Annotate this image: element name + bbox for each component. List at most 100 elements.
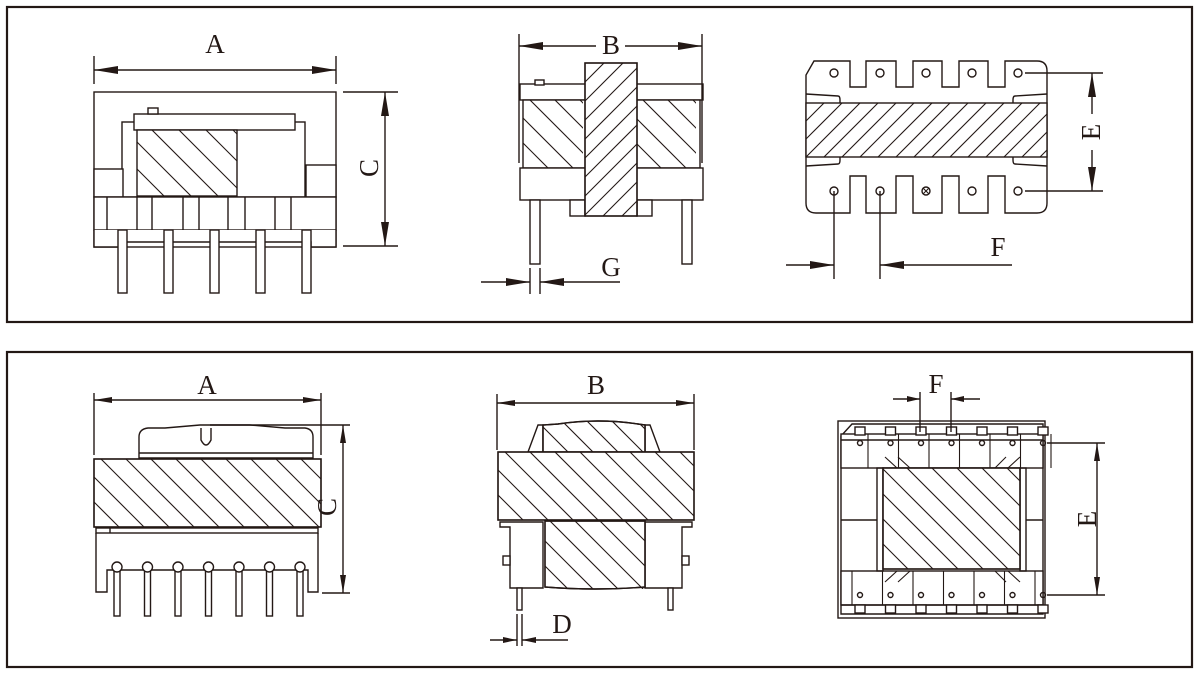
hatch-line — [200, 459, 270, 527]
hatch-line — [585, 86, 637, 140]
pin — [117, 229, 128, 294]
hatch-line — [585, 63, 624, 102]
dim-label-f: F — [928, 369, 943, 399]
hatch-line — [636, 117, 687, 168]
hatch-line — [743, 100, 811, 168]
top-panel-frame — [5, 5, 1194, 324]
hatch-line — [931, 468, 1020, 557]
hatch-line — [883, 518, 934, 569]
hatch-line — [859, 103, 915, 157]
hatch-line — [608, 421, 644, 452]
pin — [204, 569, 213, 617]
top-side-view: B G — [481, 30, 811, 294]
pin-head — [263, 561, 276, 573]
pin — [113, 569, 121, 617]
hatch-line — [806, 103, 861, 157]
pin-hole — [1039, 439, 1047, 447]
hatch-line — [949, 103, 1005, 157]
terminal-tab — [915, 604, 927, 614]
bottom-bottom-view: F E — [837, 369, 1105, 619]
terminal-tab — [854, 604, 866, 614]
hatch-line — [504, 452, 574, 520]
hatch-line — [629, 452, 694, 517]
pin-head — [294, 561, 306, 573]
terminal-tab — [1006, 604, 1019, 614]
hatch-line — [574, 521, 644, 589]
hatch-line — [585, 124, 637, 178]
terminal-tab — [915, 426, 927, 436]
pin-hole — [967, 186, 977, 196]
pin-hole — [829, 68, 839, 78]
bottom-panel-frame — [5, 350, 1194, 669]
hatch-line — [679, 452, 694, 467]
hatch-line — [599, 521, 645, 567]
hatch-line — [529, 452, 599, 520]
pin-hole — [1009, 439, 1016, 447]
hatch-line — [151, 130, 219, 196]
hatch-line — [250, 459, 320, 527]
pin — [296, 569, 304, 617]
dim-label-e: E — [1072, 511, 1102, 528]
hatch-line — [806, 103, 843, 140]
hatch-line — [806, 103, 825, 122]
hatch-line — [554, 452, 624, 520]
hatch-line — [523, 142, 549, 168]
hatch-line — [906, 468, 1009, 569]
hatch-line — [94, 526, 95, 527]
hatch-line — [823, 103, 879, 157]
hatch-line — [549, 521, 619, 589]
top-bottom-view: E F — [786, 60, 1106, 279]
hatch-line — [275, 459, 321, 505]
hatch-line — [225, 459, 295, 527]
pin — [255, 229, 266, 294]
pin-hole — [917, 591, 925, 599]
hatch-line — [956, 468, 1020, 532]
pin — [235, 569, 243, 617]
dim-label-f: F — [990, 232, 1005, 262]
hatch-line — [981, 468, 1020, 507]
hatch-line — [985, 103, 1041, 157]
hatch-line — [523, 167, 524, 168]
hatch-line — [700, 521, 770, 591]
pin-hole — [921, 68, 931, 78]
hatch-line — [841, 103, 897, 157]
pin-hole — [856, 439, 864, 447]
dim-label-g: G — [601, 252, 621, 282]
pin-hole — [948, 591, 955, 599]
hatch-line — [967, 103, 1023, 157]
hatch-line — [529, 100, 583, 154]
hatch-line — [1021, 131, 1047, 157]
hatch-line — [654, 452, 694, 492]
pin-hole — [856, 591, 864, 599]
terminal-tab — [945, 604, 958, 614]
hatch-line — [579, 452, 649, 520]
hatch-line — [175, 459, 245, 527]
pin-hole — [978, 591, 986, 599]
hatch-line — [604, 452, 674, 520]
hatch-line — [585, 105, 637, 159]
hatch-line — [1003, 113, 1047, 157]
hatch-line — [806, 103, 807, 104]
hatch-line — [150, 459, 220, 527]
hatch-line — [545, 565, 569, 589]
hatch-line — [498, 519, 499, 520]
pin-hole — [887, 591, 894, 599]
terminal-tab — [1037, 604, 1049, 614]
pin-head — [172, 561, 184, 573]
hatch-line — [585, 67, 637, 121]
dim-label-e: E — [1076, 124, 1106, 141]
pin-hole — [978, 439, 986, 447]
hatch-line — [883, 468, 984, 569]
bottom-side-view: B D — [490, 370, 770, 646]
dim-label-c: C — [312, 498, 342, 516]
pin-hole — [967, 68, 977, 78]
pin — [174, 569, 182, 617]
dim-label-a: A — [197, 370, 217, 400]
hatch-line — [624, 521, 645, 542]
pin-hole — [1013, 68, 1023, 78]
hatch-line — [523, 117, 574, 168]
hatch-line — [883, 568, 884, 569]
dim-label-b: B — [602, 30, 620, 60]
pin-hole — [917, 439, 925, 447]
